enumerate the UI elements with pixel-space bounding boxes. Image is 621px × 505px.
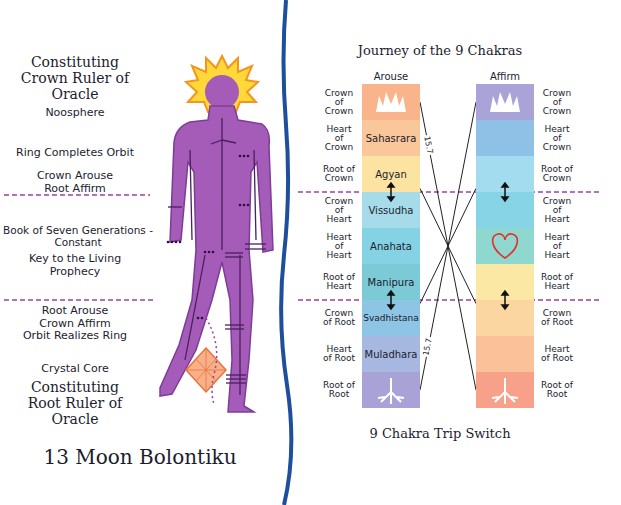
body-label: Crystal Core <box>15 363 135 376</box>
chakra-name: Anahata <box>370 241 412 252</box>
body-label: Root Arouse Crown Affirm <box>31 305 119 330</box>
connector <box>420 102 476 390</box>
body-label: Constituting Crown Ruler of Oracle <box>15 54 135 102</box>
chakra-band: Heart of Crown <box>476 120 534 156</box>
position-label: Crown of Root <box>322 309 356 327</box>
chakra-name: Sahasrara <box>366 133 417 144</box>
chakra-band: Root of Heart <box>476 264 534 300</box>
position-label: Crown of Heart <box>322 197 356 224</box>
position-label: Root of Heart <box>540 273 574 291</box>
chakra-band: Heart of Root <box>476 336 534 372</box>
body-label: Book of Seven Generations - Constant <box>2 224 154 248</box>
human-figure <box>160 56 273 412</box>
chakra-band: Crown of Heart <box>476 192 534 228</box>
connector <box>420 102 476 390</box>
edge-label: 15.7 <box>423 336 435 357</box>
figure-title: 13 Moon Bolontiku <box>20 446 260 469</box>
position-label: Crown of Root <box>540 309 574 327</box>
position-label: Heart of Crown <box>540 125 574 152</box>
diagram-caption: 9 Chakra Trip Switch <box>330 427 550 442</box>
position-label: Root of Crown <box>540 165 574 183</box>
body-label: Key to the Living Prophecy <box>20 253 130 278</box>
column-heading: Affirm <box>476 70 534 84</box>
position-label: Heart of Root <box>540 345 574 363</box>
connector-line <box>420 102 476 390</box>
position-label: Crown of Crown <box>322 89 356 116</box>
connector-line <box>420 188 476 303</box>
chakra-band: Heart of HeartAnahata <box>362 228 420 264</box>
edge-label: 15.7 <box>423 135 435 156</box>
chakra-column: ArouseCrown of CrownHeart of CrownSahasr… <box>362 70 420 408</box>
divider-line <box>281 0 291 505</box>
chakra-name: Muladhara <box>365 349 418 360</box>
position-label: Heart of Heart <box>322 233 356 260</box>
chakra-band: Root of Crown <box>476 156 534 192</box>
chakra-band: Root of Root <box>362 372 420 408</box>
body-label: Constituting Root Ruler of Oracle <box>15 379 135 427</box>
chakra-name: Vissudha <box>369 205 414 216</box>
position-label: Heart of Heart <box>540 233 574 260</box>
position-label: Heart of Crown <box>322 125 356 152</box>
chakra-band: Root of Root <box>476 372 534 408</box>
chakra-band: Crown of HeartVissudha <box>362 192 420 228</box>
diagram-title: Journey of the 9 Chakras <box>330 44 550 59</box>
chakra-name: Manipura <box>368 277 415 288</box>
connector-line <box>420 102 476 390</box>
position-label: Root of Crown <box>322 165 356 183</box>
body-label: Crown Arouse Root Affirm <box>31 170 119 195</box>
chakra-band: Root of HeartManipura <box>362 264 420 300</box>
chakra-band: Root of CrownAgyan <box>362 156 420 192</box>
connector <box>420 188 476 303</box>
chakra-band: Crown of Crown <box>362 84 420 120</box>
column-heading: Arouse <box>362 70 420 84</box>
chakra-name: Agyan <box>375 169 407 180</box>
chakra-band: Heart of Heart <box>476 228 534 264</box>
body-label: Ring Completes Orbit <box>10 147 140 160</box>
position-label: Root of Root <box>540 381 574 399</box>
chakra-band: Crown of Root <box>476 300 534 336</box>
body-label: Noosphere <box>15 107 135 120</box>
chakra-band: Crown of Crown <box>476 84 534 120</box>
connector-line <box>420 188 476 303</box>
connector <box>420 188 476 303</box>
position-label: Crown of Heart <box>540 197 574 224</box>
position-label: Root of Heart <box>322 273 356 291</box>
position-label: Crown of Crown <box>540 89 574 116</box>
position-label: Heart of Root <box>322 345 356 363</box>
position-label: Root of Root <box>322 381 356 399</box>
chakra-name: Svadhistana <box>363 313 418 323</box>
body-label: Orbit Realizes Ring <box>10 330 140 343</box>
chakra-band: Crown of RootSvadhistana <box>362 300 420 336</box>
chakra-column: AffirmCrown of CrownHeart of CrownRoot o… <box>476 70 534 408</box>
chakra-band: Heart of RootMuladhara <box>362 336 420 372</box>
chakra-band: Heart of CrownSahasrara <box>362 120 420 156</box>
